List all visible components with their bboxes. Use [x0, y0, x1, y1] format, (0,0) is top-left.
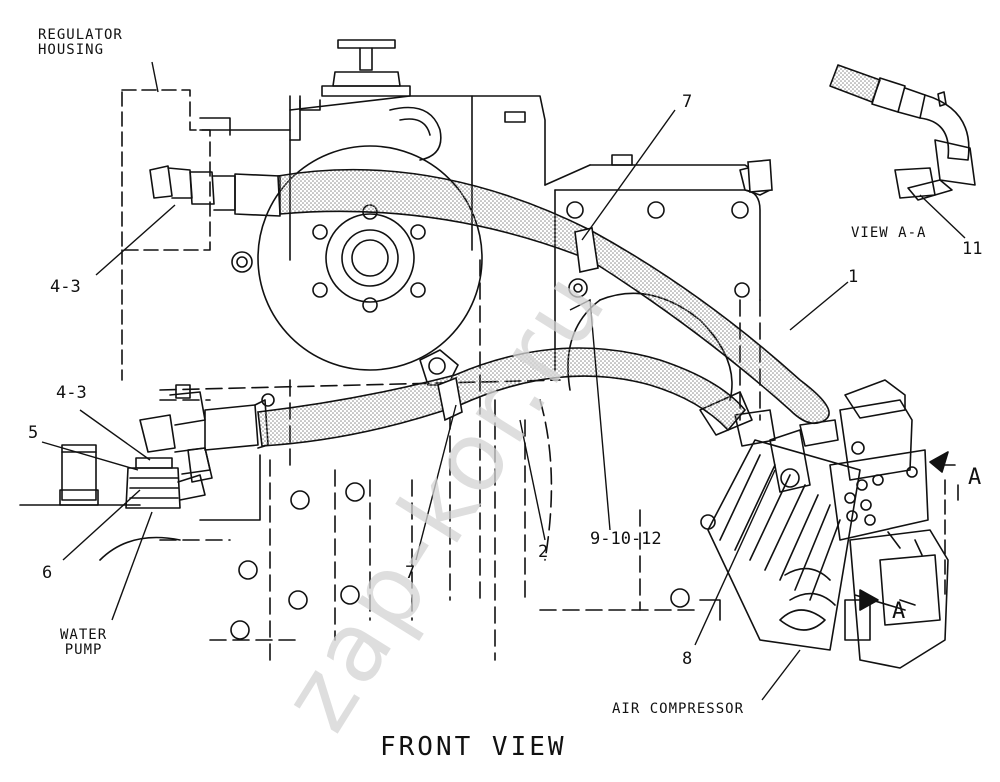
upper-hose — [277, 168, 830, 425]
callout-7-bottom: 7 — [405, 563, 416, 583]
air-compressor — [699, 379, 949, 669]
hose-clip-upper — [574, 227, 599, 273]
upper-hose-fitting — [149, 165, 281, 217]
label-regulator-housing: REGULATOR HOUSING — [38, 27, 123, 58]
water-pump-fitting — [19, 384, 275, 561]
filler-cap — [321, 39, 411, 97]
callout-a-lower: A — [892, 599, 907, 624]
callout-4-3-upper: 4-3 — [50, 277, 81, 297]
view-aa-fitting — [829, 64, 976, 201]
callout-2: 2 — [538, 542, 549, 562]
hose-clip-lower — [437, 376, 463, 422]
callout-4-3-lower: 4-3 — [56, 383, 87, 403]
label-water-pump: WATER PUMP — [60, 627, 108, 658]
label-air-compressor: AIR COMPRESSOR — [612, 701, 745, 717]
regulator-housing-outline — [121, 89, 211, 381]
callout-1: 1 — [848, 267, 859, 287]
callout-5: 5 — [28, 423, 39, 443]
section-arrows — [854, 451, 959, 611]
callout-6: 6 — [42, 563, 53, 583]
callout-7-top: 7 — [682, 92, 693, 112]
label-front-view: FRONT VIEW — [380, 732, 567, 762]
leader-lines — [41, 61, 966, 701]
callout-9-10-12: 9-10-12 — [590, 529, 662, 549]
pulley — [257, 106, 483, 371]
callout-a-upper: A — [968, 465, 983, 490]
label-view-aa: VIEW A-A — [851, 225, 927, 241]
callout-8: 8 — [682, 649, 693, 669]
callout-11: 11 — [962, 239, 983, 259]
